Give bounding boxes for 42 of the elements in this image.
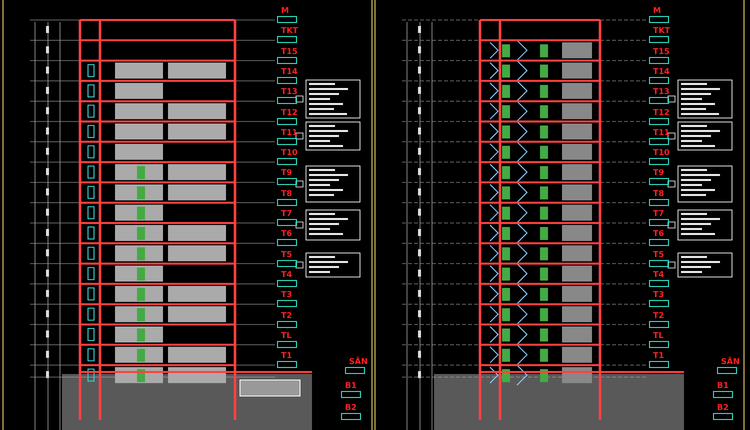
floor-level-label: T10 <box>653 148 670 158</box>
floor-level-label: T13 <box>281 87 298 96</box>
floor-level-label: T1 <box>653 351 664 360</box>
floor-level-label: T8 <box>281 188 292 198</box>
floor-level-label: B2 <box>717 403 729 412</box>
floor-level-label: T11 <box>281 128 298 137</box>
floor-level-label: T3 <box>281 290 292 300</box>
floor-level-label: T9 <box>653 168 664 178</box>
floor-level-label: TKT <box>281 26 298 36</box>
floor-level-label: T15 <box>281 46 298 56</box>
floor-level-label: TL <box>653 330 664 340</box>
floor-level-label: T7 <box>281 209 292 218</box>
floor-level-label: T6 <box>653 229 664 238</box>
floor-level-label: T2 <box>281 310 292 320</box>
floor-level-label: T11 <box>653 128 670 137</box>
floor-level-label: T4 <box>281 270 292 279</box>
floor-level-label: T14 <box>653 66 670 76</box>
floor-level-label: TL <box>281 330 292 340</box>
floor-level-label: M <box>653 6 661 15</box>
floor-level-label: TKT <box>653 26 670 36</box>
floor-level-label: T5 <box>281 250 292 259</box>
floor-level-label: T6 <box>281 229 292 238</box>
floor-level-label: B2 <box>345 403 357 412</box>
floor-level-label: SÂN <box>721 357 740 366</box>
floor-level-label: T3 <box>653 290 664 300</box>
floor-level-label: T13 <box>653 87 670 96</box>
floor-level-label: B1 <box>345 381 357 390</box>
floor-level-label: T9 <box>281 168 292 178</box>
floor-level-label: T7 <box>653 209 664 218</box>
floor-level-label: T8 <box>653 188 664 198</box>
floor-level-label: T10 <box>281 148 298 158</box>
floor-level-label: T4 <box>653 270 664 279</box>
floor-level-label: T5 <box>653 250 664 259</box>
floor-level-label: T12 <box>281 108 298 116</box>
floor-level-label: T1 <box>281 351 292 360</box>
floor-level-label: B1 <box>717 381 729 390</box>
floor-level-label: M <box>281 6 289 15</box>
floor-level-label: T2 <box>653 310 664 320</box>
floor-level-label: T15 <box>653 46 670 56</box>
floor-level-label: T14 <box>281 66 298 76</box>
floor-level-label: SÂN <box>349 357 368 366</box>
floor-level-label: T12 <box>653 108 670 116</box>
